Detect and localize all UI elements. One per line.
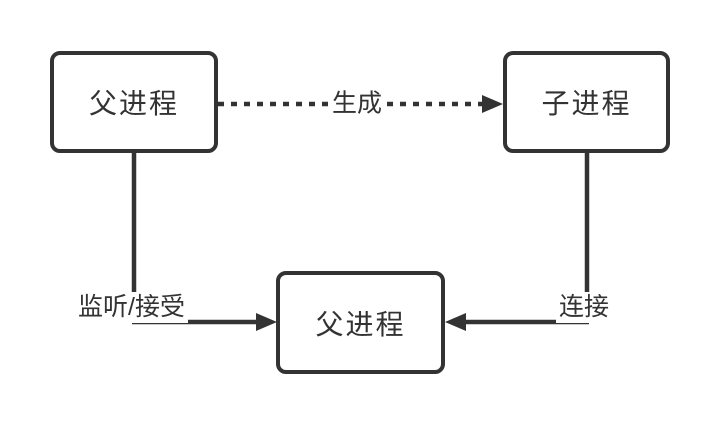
edge-listen-accept-arrowhead-icon	[256, 313, 277, 331]
edge-connect-arrowhead-icon	[445, 313, 466, 331]
node-parent-process-top: 父进程	[50, 51, 218, 153]
edge-label-connect: 连接	[556, 292, 613, 323]
edge-label-spawn: 生成	[328, 88, 386, 120]
node-child-process-label: 子进程	[541, 88, 632, 119]
edge-spawn-arrowhead-icon	[482, 95, 503, 113]
edge-label-listen-accept: 监听/接受	[75, 292, 188, 323]
node-parent-process-bottom: 父进程	[276, 271, 445, 374]
node-child-process: 子进程	[503, 51, 670, 153]
node-parent-process-bottom-label: 父进程	[315, 308, 406, 340]
node-parent-process-top-label: 父进程	[88, 88, 179, 119]
